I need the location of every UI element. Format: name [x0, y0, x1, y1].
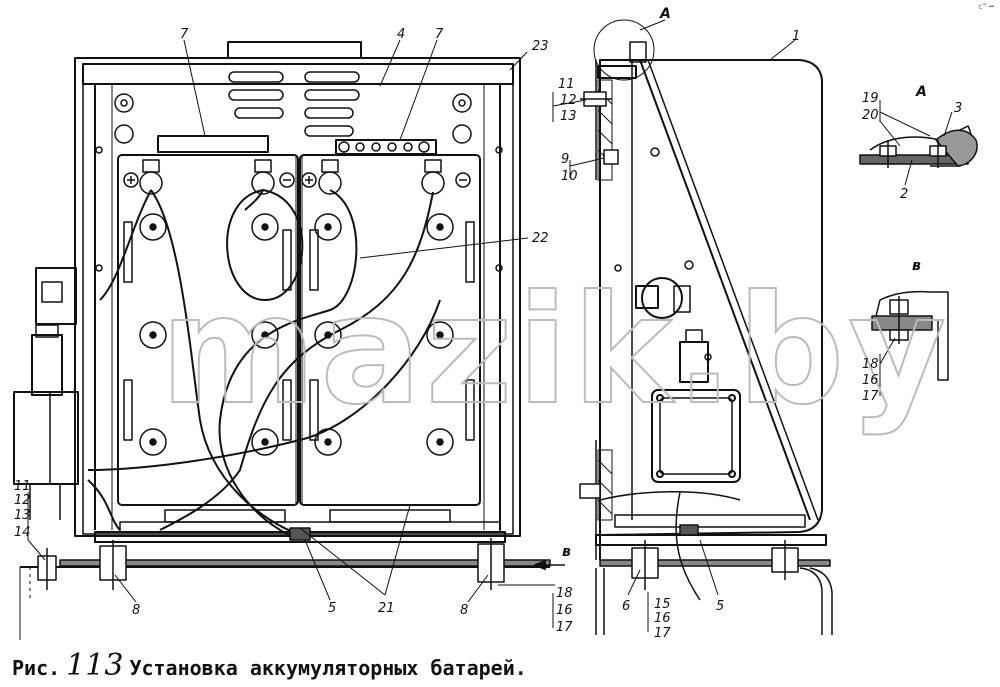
- front-view-labels: 7 4 7 23 22 11 12 13 14 8 8 5 21 18 16 1…: [14, 27, 573, 635]
- label-4: 4: [397, 27, 405, 42]
- detail-b: [871, 290, 949, 396]
- caption-title: Установка аккумуляторных батарей.: [129, 656, 527, 680]
- label-23: 23: [532, 39, 549, 54]
- label-7b: 7: [435, 27, 444, 42]
- detail-b-label-16: 16: [862, 373, 879, 388]
- side-label-6: 6: [622, 599, 630, 614]
- label-1: 1: [792, 29, 800, 44]
- side-label-13: 13: [560, 109, 577, 124]
- side-label-12: 12: [560, 93, 577, 108]
- side-label-15: 15: [654, 597, 671, 612]
- detail-b-label-17: 17: [862, 389, 879, 404]
- detail-a-label-3: 3: [954, 101, 962, 116]
- label-13: 13: [14, 508, 31, 523]
- front-view: [13, 39, 565, 640]
- side-view-labels: A 1 11 12 13 9 10 6 15 16 17 5: [558, 6, 800, 641]
- label-14: 14: [14, 525, 31, 540]
- detail-b-title: в: [912, 258, 921, 274]
- label-16: 16: [556, 603, 573, 618]
- side-label-9: 9: [561, 152, 569, 167]
- label-22: 22: [532, 231, 549, 246]
- label-17: 17: [556, 620, 573, 635]
- figure-caption: Рис. 113 Установка аккумуляторных батаре…: [12, 648, 527, 683]
- label-18: 18: [556, 586, 573, 601]
- side-label-5: 5: [716, 599, 724, 614]
- label-12: 12: [14, 493, 31, 508]
- detail-a-label-2: 2: [900, 187, 908, 202]
- label-v-arrow: в: [562, 544, 571, 560]
- detail-a-label-20: 20: [862, 108, 879, 123]
- detail-b-label-18: 18: [862, 357, 879, 372]
- watermark: mazik.by: [160, 264, 950, 438]
- detail-a-title: A: [915, 84, 927, 100]
- label-21: 21: [378, 601, 395, 616]
- label-7a: 7: [180, 27, 189, 42]
- label-8b: 8: [460, 603, 468, 618]
- detail-a-label-19: 19: [862, 91, 879, 106]
- detail-labels: A 19 20 3 2 в 18 16 17: [862, 84, 962, 404]
- label-5: 5: [328, 601, 336, 616]
- side-label-17: 17: [654, 626, 671, 641]
- detail-a: [859, 100, 978, 186]
- label-8a: 8: [132, 603, 140, 618]
- side-view: [552, 19, 833, 635]
- side-label-11: 11: [558, 77, 575, 92]
- side-label-16: 16: [654, 611, 671, 626]
- caption-prefix: Рис.: [12, 656, 61, 680]
- caption-number: 113: [66, 648, 124, 683]
- label-11: 11: [14, 479, 31, 494]
- side-label-10: 10: [561, 169, 578, 184]
- label-a-callout: A: [659, 6, 671, 22]
- corner-mark: c° ━: [978, 2, 994, 11]
